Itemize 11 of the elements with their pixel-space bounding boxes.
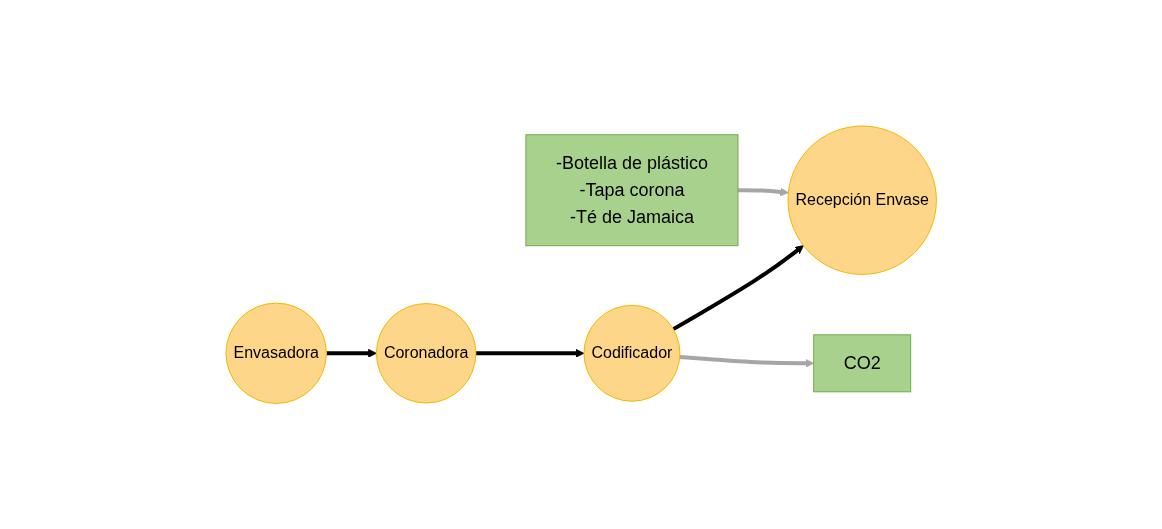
node-circle: Codificador — [583, 304, 681, 402]
arrow — [672, 244, 804, 331]
arrow — [679, 354, 814, 368]
node-circle: Recepción Envase — [787, 125, 937, 275]
arrow — [737, 187, 789, 197]
node-box: CO2 — [813, 334, 911, 393]
arrow — [326, 348, 377, 358]
node-box: -Botella de plástico -Tapa corona -Té de Jamaica — [525, 133, 739, 246]
arrow — [475, 348, 585, 358]
node-circle: Envasadora — [225, 302, 327, 404]
node-circle: Coronadora — [375, 302, 477, 404]
